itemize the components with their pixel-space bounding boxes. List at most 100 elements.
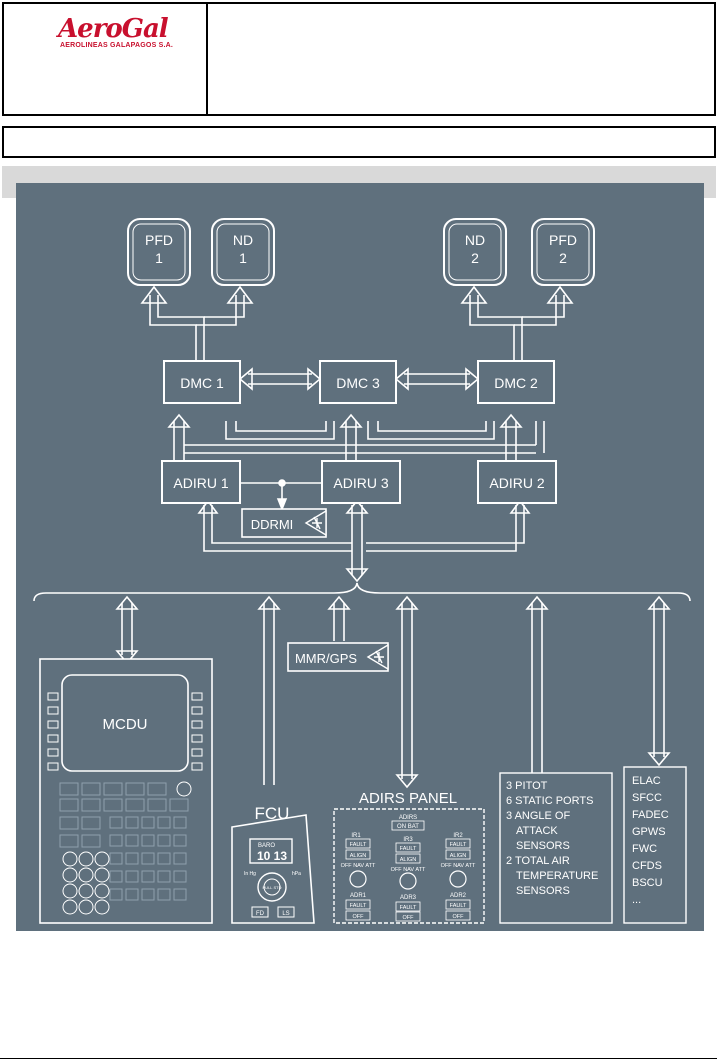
adiru3-label: ADIRU 3 xyxy=(333,475,388,491)
dmc1-box: DMC 1 xyxy=(163,360,241,404)
mcdu-keypad xyxy=(59,781,192,901)
sensor-line-5: SENSORS xyxy=(516,840,570,852)
ir1-selector xyxy=(349,870,367,888)
sensor-line-1: 3 PITOT xyxy=(506,780,548,792)
sensor-line-3: 3 ANGLE OF xyxy=(506,810,570,822)
fd-label: FD xyxy=(256,911,265,917)
system-fadec: FADEC xyxy=(632,809,669,821)
pull-std-label: PULL STD xyxy=(263,885,282,890)
ir3-label: IR3 xyxy=(403,837,413,843)
pfd2-label: PFD xyxy=(549,232,577,248)
adr2-off: OFF xyxy=(453,914,465,920)
mcdu-lsk-left xyxy=(47,692,59,771)
adiru3-box: ADIRU 3 xyxy=(321,460,401,504)
sensor-line-7: TEMPERATURE xyxy=(516,870,598,882)
hpa-label: hPa xyxy=(292,871,301,877)
on-bat-light: ON BAT xyxy=(397,824,419,830)
ddrmi-label: DDRMI xyxy=(251,517,294,532)
baro-value: 10 13 xyxy=(257,849,287,863)
logo-cell: AeroGal AEROLINEAS GALAPAGOS S.A. xyxy=(4,4,208,114)
header-row-2 xyxy=(2,126,716,158)
dmc3-label: DMC 3 xyxy=(336,375,380,391)
sensor-line-2: 6 STATIC PORTS xyxy=(506,795,593,807)
nd1-label: ND xyxy=(233,232,253,248)
system-cfds: CFDS xyxy=(632,860,662,872)
baro-label: BARO xyxy=(258,843,275,849)
adirs-architecture-diagram: PFD 1 ND 1 ND 2 PFD 2 DMC 1 DMC 3 DMC 2 … xyxy=(16,183,704,931)
adr3-label: ADR3 xyxy=(400,895,417,901)
pfd1-number: 1 xyxy=(155,250,163,266)
pfd2-display: PFD 2 xyxy=(531,218,595,286)
dmc2-box: DMC 2 xyxy=(477,360,555,404)
ir3-mode: OFF NAV ATT xyxy=(391,867,426,873)
dmc2-label: DMC 2 xyxy=(494,375,538,391)
mcdu-unit: MCDU xyxy=(39,658,213,924)
pfd1-display: PFD 1 xyxy=(127,218,191,286)
system-elac: ELAC xyxy=(632,775,661,787)
adiru2-label: ADIRU 2 xyxy=(489,475,544,491)
adr2-fault: FAULT xyxy=(450,903,467,909)
document-header: AeroGal AEROLINEAS GALAPAGOS S.A. xyxy=(2,2,716,116)
nd2-label: ND xyxy=(465,232,485,248)
aircraft-icon xyxy=(312,516,322,530)
fcu-unit: FCU BARO 10 13 In Hg hPa PULL STD FD LS xyxy=(231,804,315,924)
ir2-fault: FAULT xyxy=(450,842,467,848)
adiru2-box: ADIRU 2 xyxy=(477,460,557,504)
adirs-panel: ADIRS PANEL ADIRS ON BAT IR1 IR3 IR2 FAU… xyxy=(333,790,485,924)
ir2-selector xyxy=(449,870,467,888)
ir2-mode: OFF NAV ATT xyxy=(441,863,476,869)
logo-subtitle: AEROLINEAS GALAPAGOS S.A. xyxy=(60,42,173,49)
dmc3-box: DMC 3 xyxy=(319,360,397,404)
ir3-selector xyxy=(399,872,417,890)
sensor-line-6: 2 TOTAL AIR xyxy=(506,855,570,867)
mcdu-numpad xyxy=(62,851,110,915)
system-gpws: GPWS xyxy=(632,826,666,838)
mmr-gps-label: MMR/GPS xyxy=(295,651,357,666)
nd1-display: ND 1 xyxy=(211,218,275,286)
baro-knob xyxy=(257,872,287,902)
nd2-display: ND 2 xyxy=(443,218,507,286)
system-more: ... xyxy=(632,894,641,906)
adr3-off: OFF xyxy=(403,915,415,921)
nd2-number: 2 xyxy=(471,250,479,266)
system-fwc: FWC xyxy=(632,843,657,855)
pfd1-label: PFD xyxy=(145,232,173,248)
ir1-label: IR1 xyxy=(351,833,361,839)
adr1-off: OFF xyxy=(353,914,365,920)
ddrmi-unit: DDRMI xyxy=(241,508,327,538)
adirs-panel-title: ADIRS PANEL xyxy=(359,790,457,807)
mcdu-label: MCDU xyxy=(103,716,148,733)
fd-button xyxy=(251,906,269,918)
system-bscu: BSCU xyxy=(632,877,663,889)
baro-display xyxy=(249,838,293,864)
mcdu-screen xyxy=(61,674,189,772)
nd1-number: 1 xyxy=(239,250,247,266)
dmc1-label: DMC 1 xyxy=(180,375,224,391)
ir1-align: ALIGN xyxy=(350,853,367,859)
sensor-line-4: ATTACK xyxy=(516,825,558,837)
ir3-fault: FAULT xyxy=(400,846,417,852)
ir3-align: ALIGN xyxy=(400,857,417,863)
adr1-fault: FAULT xyxy=(350,903,367,909)
adirs-label: ADIRS xyxy=(399,815,417,821)
sensor-line-8: SENSORS xyxy=(516,885,570,897)
adr1-label: ADR1 xyxy=(350,893,367,899)
fcu-title: FCU xyxy=(255,804,290,823)
adiru1-box: ADIRU 1 xyxy=(161,460,241,504)
adr2-label: ADR2 xyxy=(450,893,467,899)
systems-box: ELAC SFCC FADEC GPWS FWC CFDS BSCU ... xyxy=(623,766,687,924)
ir1-fault: FAULT xyxy=(350,842,367,848)
mmr-gps-unit: MMR/GPS xyxy=(287,642,389,672)
ls-label: LS xyxy=(282,911,289,917)
aircraft-icon xyxy=(374,650,384,664)
ir2-label: IR2 xyxy=(453,833,463,839)
in-hg-label: In Hg xyxy=(244,871,256,877)
ir2-align: ALIGN xyxy=(450,853,467,859)
pfd2-number: 2 xyxy=(559,250,567,266)
sensors-box: 3 PITOT 6 STATIC PORTS 3 ANGLE OF ATTACK… xyxy=(499,772,613,924)
mcdu-lsk-right xyxy=(191,692,203,771)
adr3-fault: FAULT xyxy=(400,905,417,911)
aerogal-logo: AeroGal xyxy=(58,14,169,44)
system-sfcc: SFCC xyxy=(632,792,662,804)
footer-rule xyxy=(0,1058,717,1059)
